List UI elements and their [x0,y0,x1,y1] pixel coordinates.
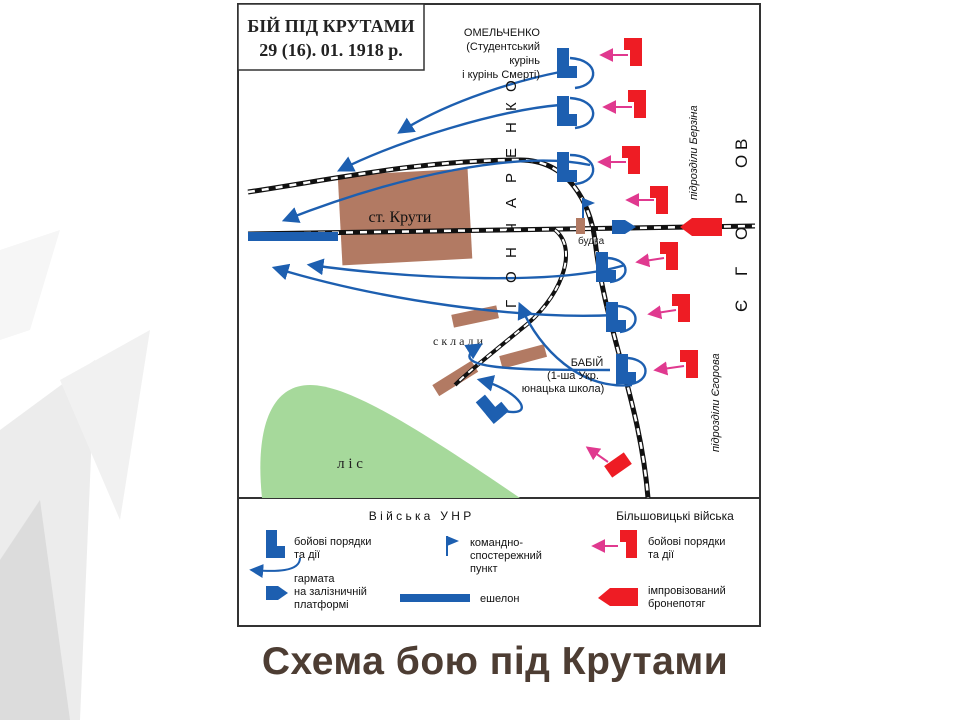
legend-unr-battle-order-1: бойові порядки [294,536,371,548]
unr-units [475,48,636,424]
legend-armored-train-1: імпровізований [648,585,726,597]
egorov-label: Є Г О Р О В [732,139,751,312]
legend-rail-gun-1: гармата [294,573,335,585]
omelchenko-label: ОМЕЛЬЧЕНКО (Студентський курінь і курінь… [462,27,540,81]
legend-unr-battle-order-icon [249,530,301,578]
babiy-label: БАБІЙ (1-ша Укр. юнацька школа) [522,356,605,395]
title-box [237,3,425,71]
booth-label: будка [578,235,605,247]
legend-bolshevik-battle-order-2: та дії [648,549,674,561]
legend-rail-gun-3: платформі [294,599,349,611]
legend-bolshevik-battle-order-icon [591,530,637,558]
legend-command-post-3: пункт [470,563,498,575]
svg-text:(Студентський: (Студентський [466,41,540,53]
legend-bolshevik-header: Більшовицькі війська [616,509,734,523]
legend-command-post-1: командно- [470,537,523,549]
svg-text:О: О [503,271,520,283]
svg-text:і курінь Смерті): і курінь Смерті) [462,69,540,81]
command-post-flag [582,198,595,218]
map-date: 29 (16). 01. 1918 р. [259,40,403,61]
bolshevik-units [585,38,698,478]
forest-label: л і с [337,456,363,472]
slide-caption: Схема бою під Крутами [261,640,729,683]
forest-area [260,385,520,498]
svg-text:(1-ша Укр.: (1-ша Укр. [547,370,599,382]
legend-armored-train-2: бронепотяг [648,598,706,610]
svg-text:Н: Н [503,247,520,258]
warehouses-label: с к л а д и [433,334,484,348]
legend-bolshevik-battle-order-1: бойові порядки [648,536,725,548]
svg-text:БАБІЙ: БАБІЙ [571,356,604,369]
unr-echelon [248,232,338,241]
svg-text:Н: Н [503,122,520,133]
svg-text:юнацька школа): юнацька школа) [522,383,605,395]
svg-text:О: О [503,80,520,92]
svg-text:Г: Г [503,300,520,308]
legend-echelon: ешелон [480,593,519,605]
warehouse-3 [432,360,479,397]
svg-text:Е: Е [503,148,520,158]
svg-text:ОМЕЛЬЧЕНКО: ОМЕЛЬЧЕНКО [464,27,541,39]
svg-text:курінь: курінь [509,55,540,67]
legend-armored-train-icon [598,588,638,606]
egorov-units-label: підрозділи Єгорова [710,353,722,452]
map-frame [237,3,761,627]
svg-text:Ч: Ч [503,223,520,233]
legend-command-post-2: спостережний [470,550,542,562]
booth-building [576,218,585,234]
bolshevik-armored-train [680,218,722,236]
warehouse-2 [499,344,548,369]
legend-rail-gun-2: на залізничній [294,586,367,598]
legend-command-post-icon [446,536,459,556]
map-title: БІЙ ПІД КРУТАМИ [247,15,414,36]
station-label: ст. Крути [369,209,432,226]
station-building [337,168,473,266]
legend-echelon-icon [400,594,470,602]
svg-text:К: К [503,102,520,111]
legend-unr-header: В і й с ь к а У Н Р [369,509,472,523]
svg-text:Є: Є [732,300,751,312]
svg-text:О: О [732,155,751,168]
legend-rail-gun-icon [266,586,288,600]
berzin-units-label: підрозділи Берзіна [688,105,700,200]
svg-text:А: А [503,198,520,208]
svg-text:Р: Р [503,173,520,183]
rail-gun [612,220,636,234]
svg-text:Р: Р [732,193,751,204]
goncharenko-label: Г О Н Ч А Р Е Н К О [503,80,520,308]
legend-unr-battle-order-2: та дії [294,549,320,561]
svg-text:Г: Г [732,267,751,276]
svg-text:О: О [732,227,751,240]
svg-text:В: В [732,139,751,150]
